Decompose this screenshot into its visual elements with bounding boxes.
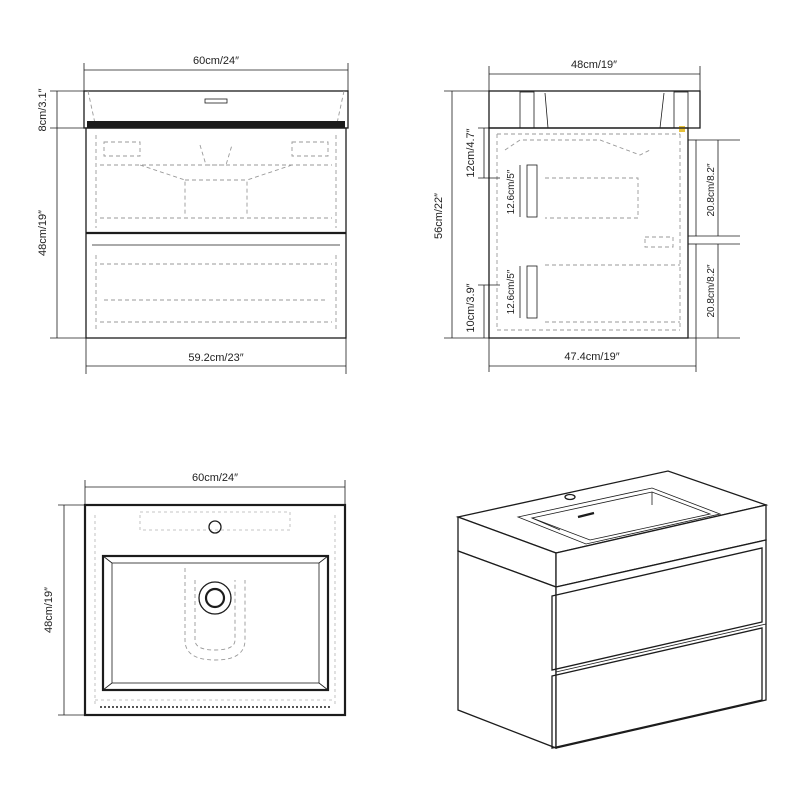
- iso-upper-drawer: [551, 547, 763, 671]
- front-trap-hidden: [199, 144, 233, 166]
- front-bracket-right: [291, 141, 329, 157]
- iso-overflow-slot: [577, 511, 595, 519]
- side-carcass-hidden: [496, 133, 681, 331]
- plan-basin-inner: [111, 562, 320, 684]
- front-top-width-label: 60cm/24″: [193, 55, 239, 67]
- side-view: 48cm/19″ 56cm/22″ 12cm/4.7″ 12.6cm/5″ 12…: [433, 59, 740, 372]
- front-view: 60cm/24″ 8cm/3.1″ 48cm/19″ 59.2cm/23″: [37, 55, 349, 374]
- side-upper-inner-label: 12.6cm/5″: [506, 169, 517, 214]
- side-cabinet-body: [488, 127, 689, 339]
- iso-basin-inner: [530, 491, 712, 541]
- plan-basin-outer: [101, 554, 330, 692]
- front-upper-hidden-lines: [95, 135, 337, 228]
- front-overflow-slot: [204, 98, 228, 104]
- plan-drain-inner: [204, 587, 226, 609]
- plan-view: 60cm/24″ 48cm/19″: [43, 472, 347, 717]
- side-lower-front-label: 20.8cm/8.2″: [706, 264, 717, 317]
- front-drain-hidden: [139, 164, 293, 215]
- plan-width-label: 60cm/24″: [192, 472, 238, 484]
- iso-faucet-hole: [564, 493, 576, 501]
- iso-basin-rim: [516, 487, 722, 545]
- plan-faucet-hole: [208, 520, 222, 534]
- isometric-view: [455, 470, 769, 749]
- side-total-height-label: 56cm/22″: [433, 193, 445, 239]
- iso-basin-depth: [531, 492, 653, 531]
- side-upper-drawer-hidden: [545, 177, 639, 219]
- iso-drawer-gap: [555, 623, 767, 673]
- plan-trap-hidden: [184, 568, 246, 661]
- iso-cabinet-front: [555, 539, 767, 749]
- plan-backsplash-hidden: [139, 511, 291, 531]
- plan-depth-label: 48cm/19″: [43, 587, 55, 633]
- side-lower-drawer-hidden: [545, 264, 680, 323]
- side-countertop: [488, 90, 701, 129]
- side-bottom-offset-label: 10cm/3.9″: [465, 283, 477, 332]
- front-lower-hidden-lines: [95, 255, 337, 330]
- front-bracket-left: [103, 141, 141, 157]
- front-body-height-label: 48cm/19″: [37, 210, 49, 256]
- side-upper-offset-label: 12cm/4.7″: [465, 128, 477, 177]
- iso-lower-drawer: [551, 627, 763, 749]
- side-lower-drawer-front: [687, 243, 697, 339]
- front-counter-underside: [87, 121, 345, 128]
- side-upper-drawer-front: [687, 139, 697, 237]
- plan-countertop: [83, 503, 347, 717]
- front-bottom-width-label: 59.2cm/23″: [188, 352, 243, 364]
- side-trap-hidden: [504, 139, 651, 156]
- side-accent-mark: [679, 126, 685, 132]
- side-bottom-depth-label: 47.4cm/19″: [564, 351, 619, 363]
- side-upper-front-label: 20.8cm/8.2″: [706, 163, 717, 216]
- side-upper-side-panel: [526, 164, 538, 218]
- plan-drain-outer: [198, 581, 232, 615]
- front-top-height-label: 8cm/3.1″: [37, 88, 49, 131]
- side-top-depth-label: 48cm/19″: [571, 59, 617, 71]
- plan-basin-corners: [102, 555, 329, 691]
- side-lower-inner-label: 12.6cm/5″: [506, 269, 517, 314]
- plan-cabinet-hidden: [94, 515, 336, 705]
- side-lower-side-panel: [526, 265, 538, 319]
- side-slide-hidden: [644, 236, 674, 248]
